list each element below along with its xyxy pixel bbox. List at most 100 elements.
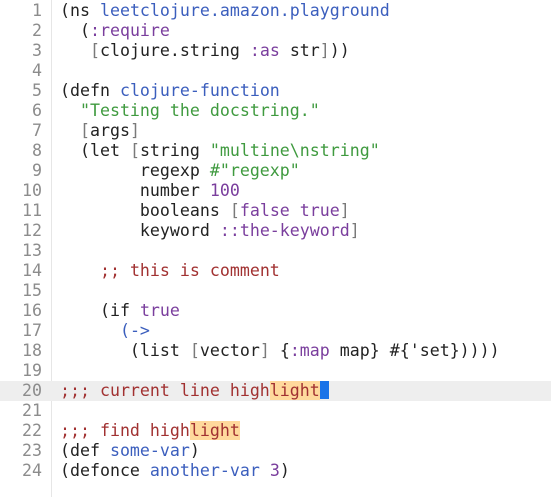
code-token: :require <box>89 21 170 40</box>
line-code: "Testing the docstring." <box>60 101 320 121</box>
code-token: ] <box>339 201 350 220</box>
line-number: 19 <box>22 361 42 380</box>
code-token <box>60 41 90 60</box>
code-line[interactable]: 1(ns leetclojure.amazon.playground <box>0 1 551 21</box>
code-token: (defn <box>60 81 120 100</box>
code-token: str <box>279 41 320 60</box>
line-number: 2 <box>32 21 42 40</box>
code-line[interactable]: 13 <box>0 241 551 261</box>
search-highlight: light <box>189 421 240 440</box>
code-line[interactable]: 14 ;; this is comment <box>0 261 551 281</box>
code-token: clojure.string <box>99 41 250 60</box>
code-token: 100 <box>209 181 240 200</box>
line-number: 1 <box>32 1 42 20</box>
code-line[interactable]: 22;;; find highlight <box>0 421 551 441</box>
line-number: 12 <box>22 221 42 240</box>
line-number: 4 <box>32 61 42 80</box>
code-line[interactable]: 23 (def some-var) <box>0 441 551 461</box>
line-code: (:require <box>60 21 170 41</box>
line-code: ;;; find highlight <box>60 421 240 441</box>
code-token: [ <box>89 41 100 60</box>
code-token: :as <box>249 41 280 60</box>
line-code: (if true <box>60 301 180 321</box>
code-token: { <box>269 341 290 360</box>
text-cursor <box>319 381 329 399</box>
code-token: (-> <box>119 321 150 340</box>
line-number: 21 <box>22 401 42 420</box>
code-line[interactable]: 21 <box>0 401 551 421</box>
code-line[interactable]: 2 (:require <box>0 21 551 41</box>
code-token: true <box>139 301 180 320</box>
line-code: (defonce another-var 3) <box>60 461 290 481</box>
line-code: number 100 <box>60 181 240 201</box>
code-token: ) <box>189 441 200 460</box>
line-number: 17 <box>22 321 42 340</box>
line-code: (list [vector] {:map map} #{'set})))) <box>60 341 500 361</box>
line-code: [args] <box>60 121 140 141</box>
code-token: ] <box>129 121 140 140</box>
line-number: 9 <box>32 161 42 180</box>
line-code: keyword ::the-keyword] <box>60 221 360 241</box>
line-number: 5 <box>32 81 42 100</box>
code-line[interactable]: 6 "Testing the docstring." <box>0 101 551 121</box>
line-number: 23 <box>22 441 42 460</box>
code-line[interactable]: 18 (list [vector] {:map map} #{'set})))) <box>0 341 551 361</box>
search-highlight: light <box>269 381 320 400</box>
code-line[interactable]: 17 (-> <box>0 321 551 341</box>
code-line[interactable]: 9 regexp #"regexp" <box>0 161 551 181</box>
code-line[interactable]: 19 <box>0 361 551 381</box>
code-token: 'set <box>409 341 450 360</box>
code-token <box>60 121 80 140</box>
code-token: (defonce <box>60 461 150 480</box>
code-token: ;;; find high <box>60 421 190 440</box>
line-number: 14 <box>22 261 42 280</box>
code-token: regexp <box>60 161 210 180</box>
code-token: (list <box>60 341 190 360</box>
code-token: )) <box>329 41 350 60</box>
code-token: ) <box>279 461 290 480</box>
code-token <box>60 101 80 120</box>
line-code: ;; this is comment <box>60 261 280 281</box>
code-token: #"regexp" <box>209 161 300 180</box>
code-line[interactable]: 4 <box>0 61 551 81</box>
code-token: [ <box>129 141 140 160</box>
code-line[interactable]: 8 (let [string "multine\nstring" <box>0 141 551 161</box>
code-token <box>260 461 270 480</box>
code-token: vector <box>199 341 260 360</box>
line-number: 6 <box>32 101 42 120</box>
code-line[interactable]: 7 [args] <box>0 121 551 141</box>
code-line[interactable]: 10 number 100 <box>0 181 551 201</box>
line-number: 3 <box>32 41 42 60</box>
line-code: [clojure.string :as str])) <box>60 41 350 61</box>
line-number: 15 <box>22 281 42 300</box>
line-number: 7 <box>32 121 42 140</box>
line-number: 18 <box>22 341 42 360</box>
line-code: (-> <box>60 321 150 341</box>
code-line[interactable]: 24(defonce another-var 3) <box>0 461 551 481</box>
code-token: [ <box>189 341 200 360</box>
code-token: some-var <box>109 441 190 460</box>
code-token: leetclojure.amazon.playground <box>99 1 390 20</box>
code-token: :map <box>289 341 330 360</box>
code-token: [ <box>229 201 240 220</box>
code-line[interactable]: 16 (if true <box>0 301 551 321</box>
code-token: ] <box>259 341 270 360</box>
code-token: another-var <box>149 461 260 480</box>
code-line[interactable]: 5(defn clojure-function <box>0 81 551 101</box>
line-number: 13 <box>22 241 42 260</box>
code-line[interactable]: 11 booleans [false true] <box>0 201 551 221</box>
code-token: (def <box>60 441 110 460</box>
code-line[interactable]: 3 [clojure.string :as str])) <box>0 41 551 61</box>
line-code: (let [string "multine\nstring" <box>60 141 380 161</box>
code-token: keyword <box>60 221 220 240</box>
code-token: ;;; current line high <box>60 381 270 400</box>
code-line[interactable]: 20;;; current line highlight <box>0 381 551 401</box>
code-line[interactable]: 12 keyword ::the-keyword] <box>0 221 551 241</box>
code-token: number <box>60 181 210 200</box>
code-token <box>60 321 120 340</box>
line-number: 10 <box>22 181 42 200</box>
code-token: booleans <box>60 201 230 220</box>
code-line[interactable]: 15 <box>0 281 551 301</box>
code-token: 3 <box>269 461 280 480</box>
